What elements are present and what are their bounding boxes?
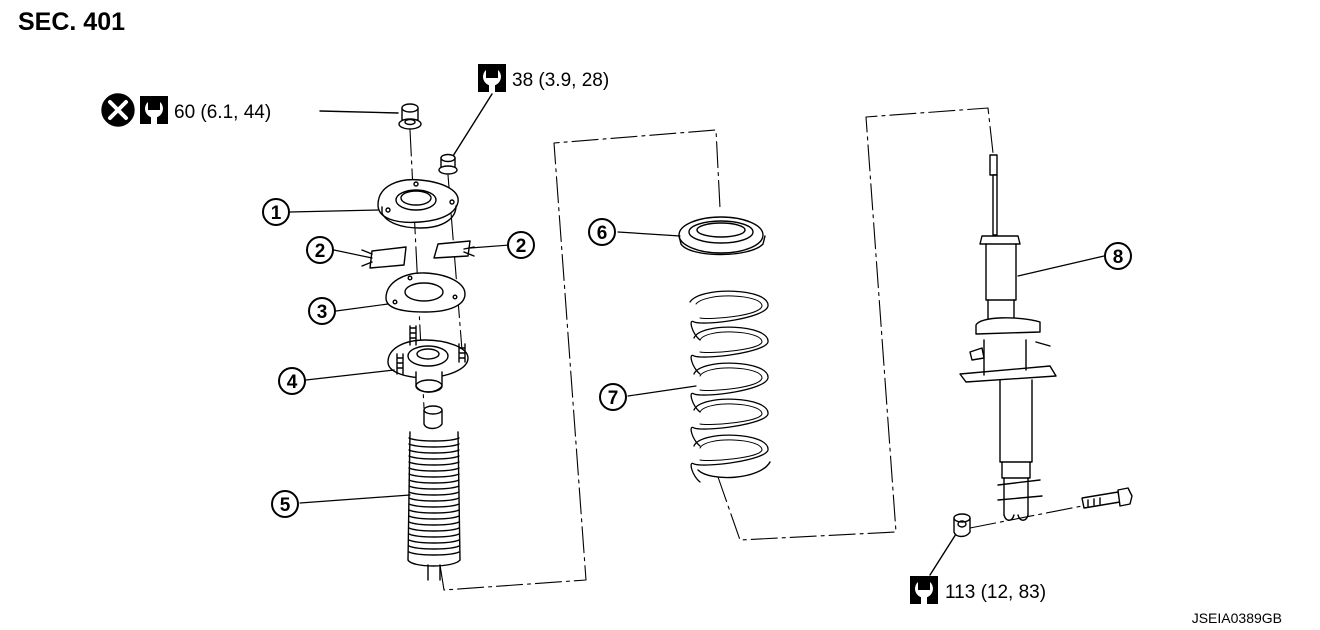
- callout-6: 6: [588, 218, 616, 246]
- callout-number: 4: [287, 372, 298, 393]
- callout-1: 1: [262, 198, 290, 226]
- top-nut: [398, 103, 422, 130]
- callout-number: 6: [597, 223, 608, 244]
- strut-mount-assembly: [387, 325, 469, 393]
- callout-7: 7: [599, 383, 627, 411]
- callout-8: 8: [1104, 242, 1132, 270]
- callout-number: 5: [280, 495, 291, 516]
- torque-wrench-icon: [478, 64, 506, 92]
- do-not-reuse-icon: [101, 93, 135, 127]
- callout-2: 2: [306, 236, 334, 264]
- callout-number: 3: [317, 302, 328, 323]
- leader-knuckle-bolt: [929, 533, 957, 576]
- callout-4: 4: [278, 367, 306, 395]
- section-number: SEC. 401: [18, 8, 126, 36]
- shock-absorber: [959, 154, 1057, 521]
- dust-boot: [407, 405, 461, 581]
- mount-nut: [438, 153, 458, 175]
- callout-circles: 1 2 2 3 4 5 6 7 8: [262, 198, 1132, 518]
- torque-label-top-nut: 60 (6.1, 44): [101, 93, 271, 127]
- torque-value-mount-nut: 38 (3.9, 28): [512, 70, 609, 91]
- coil-spring: [689, 290, 771, 483]
- callout-number: 8: [1113, 247, 1124, 268]
- torque-label-mount-nut: 38 (3.9, 28): [478, 64, 609, 92]
- callout-3: 3: [308, 297, 336, 325]
- torque-label-knuckle-bolt: 113 (12, 83): [910, 576, 1046, 604]
- callout-number: 2: [315, 241, 326, 262]
- callout-number: 2: [516, 236, 527, 257]
- callout-2: 2: [507, 231, 535, 259]
- knuckle-bolt: [1081, 487, 1133, 509]
- torque-wrench-icon: [140, 96, 168, 124]
- callout-5: 5: [271, 490, 299, 518]
- image-code: JSEIA0389GB: [1191, 610, 1282, 626]
- spring-seat-rubber: [678, 216, 766, 256]
- callout-number: 1: [271, 203, 282, 224]
- callout-number: 7: [608, 388, 619, 409]
- insulator-plate: [385, 272, 466, 313]
- leader-mount-nut: [452, 93, 493, 157]
- assembly-chain-line: [409, 107, 1083, 591]
- torque-wrench-icon: [910, 576, 938, 604]
- shim-left: [361, 246, 407, 269]
- knuckle-nut: [953, 513, 971, 538]
- torque-value-knuckle-bolt: 113 (12, 83): [945, 582, 1046, 603]
- torque-value-top-nut: 60 (6.1, 44): [174, 102, 271, 123]
- callout-leaders: [289, 209, 1105, 504]
- strut-mount-plate: [377, 178, 459, 229]
- shim-right: [433, 240, 475, 259]
- leader-top-nut: [319, 110, 399, 114]
